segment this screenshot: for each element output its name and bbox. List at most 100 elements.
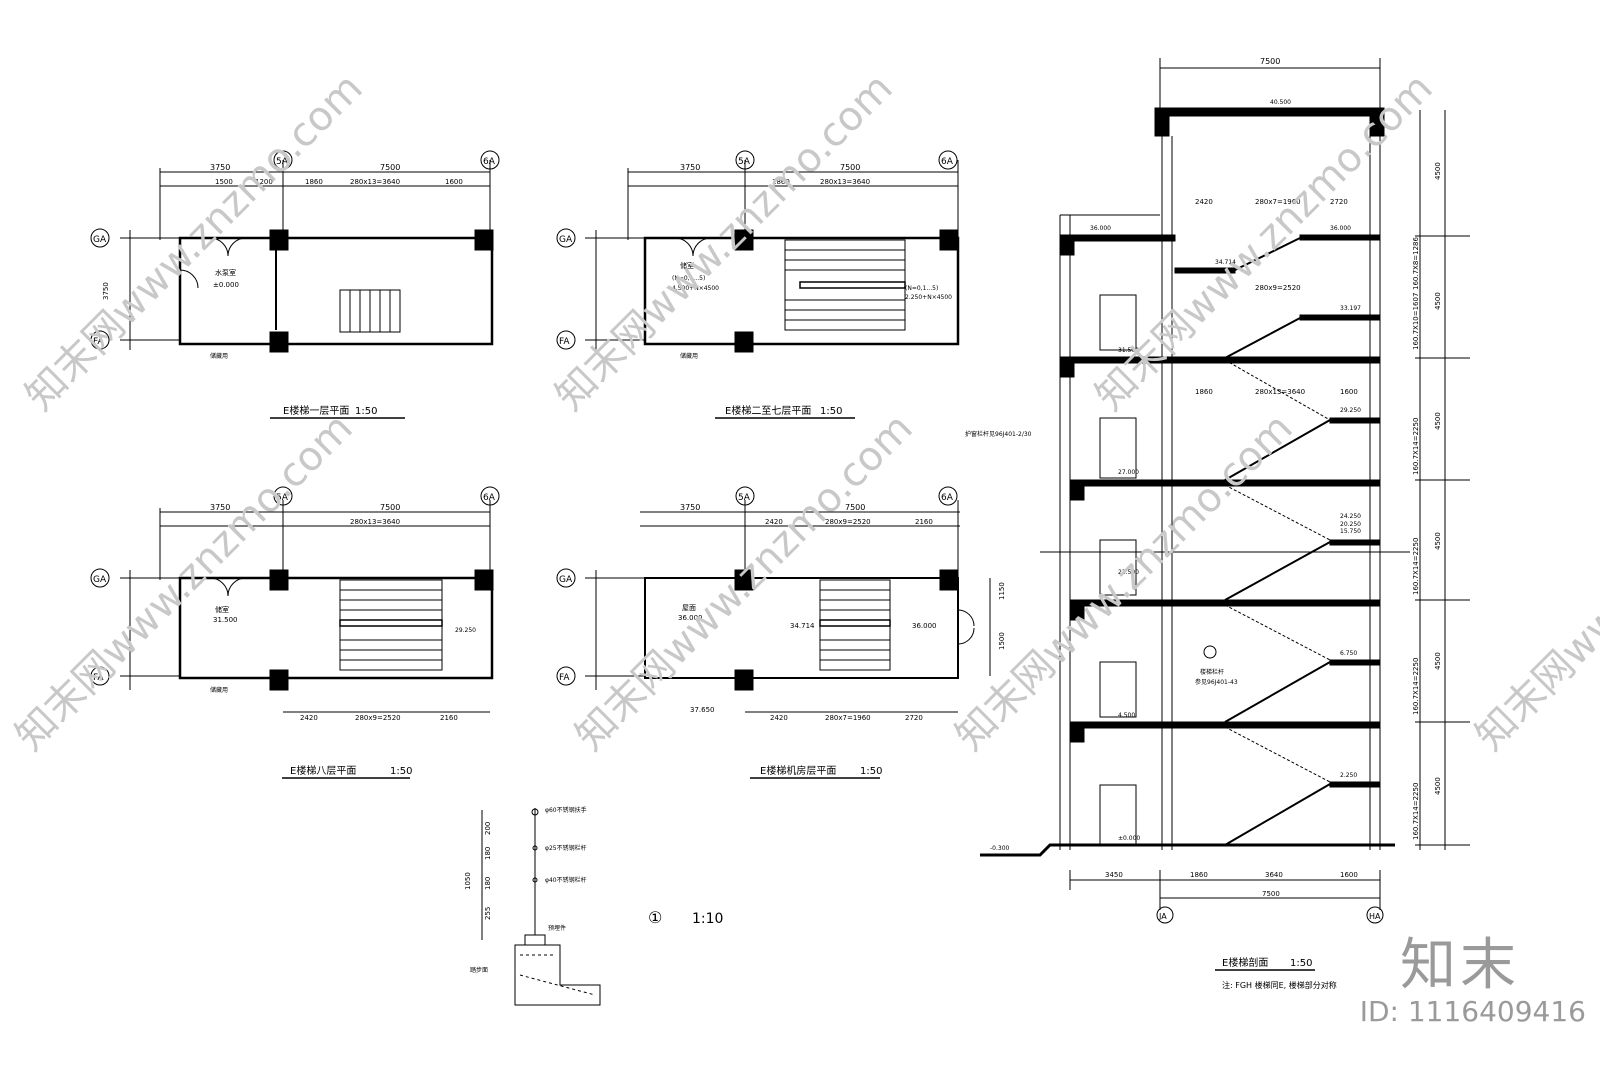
plan-4-scale: 1:50: [860, 766, 882, 777]
plan-1: [90, 150, 500, 353]
plan-4-dim-bot: 2720: [905, 714, 923, 722]
section-inner-dim: 1600: [1340, 388, 1358, 396]
plan-3-elev-b: 29.250: [455, 627, 476, 634]
section-title: E楼梯剖面: [1222, 956, 1268, 969]
plan-2-dim-part: 280x13=3640: [820, 178, 870, 186]
plan-1-dim-part: 280x13=3640: [350, 178, 400, 186]
section-inner-dim: 2420: [1195, 198, 1213, 206]
section-riser-dim: 160.7X10=1607: [1412, 293, 1420, 350]
detail-label: 预埋件: [548, 924, 566, 932]
plan-4-dim-3750: 3750: [680, 503, 700, 512]
plan-2-dim-part: 1860: [772, 178, 790, 186]
section-right-dim: 4500: [1434, 777, 1442, 795]
plan-2-elev-b: 4.500+N×4500: [672, 285, 719, 292]
detail-dim: 255: [484, 907, 492, 920]
section-dim-bot: 1860: [1190, 871, 1208, 879]
plan-4-axis-f: FA: [559, 673, 570, 683]
detail-dim: 180: [484, 877, 492, 890]
section-riser-dim: 160.7X14=2250: [1412, 418, 1420, 475]
watermark-logo: 知末: [1400, 933, 1520, 998]
section-level: 36.000: [1330, 225, 1351, 232]
plan-1-dim-part: 1500: [215, 178, 233, 186]
detail-dim: 180: [484, 847, 492, 860]
section-level: 31.500: [1118, 347, 1139, 354]
plan-4-elev: 36.000: [678, 614, 703, 622]
plan-1-elev: ±0.000: [213, 281, 239, 289]
section-riser-dim: 160.7X14=2250: [1412, 658, 1420, 715]
plan-2-dim-7500: 7500: [840, 163, 860, 172]
section-level: 40.500: [1270, 99, 1291, 106]
section-right-dim: 4500: [1434, 292, 1442, 310]
section-right-dim: 4500: [1434, 162, 1442, 180]
section-right-dim: 4500: [1434, 412, 1442, 430]
detail-label: φ25不锈钢栏杆: [545, 844, 587, 852]
section-axis-h: HA: [1369, 912, 1381, 921]
section-level: 33.197: [1340, 305, 1361, 312]
plan-2-title: E楼梯二至七层平面: [725, 404, 811, 417]
section-level: ±0.000: [1118, 835, 1140, 842]
section-axis-j: JA: [1158, 912, 1167, 921]
section-dim-bot: 1600: [1340, 871, 1358, 879]
plan-1-note: 储藏用: [210, 352, 228, 360]
section-level: 15.750: [1340, 528, 1361, 535]
section-level: 36.000: [1090, 225, 1111, 232]
plan-4-dim-part: 280x9=2520: [825, 518, 871, 526]
plan-2-axis-6: 6A: [941, 157, 954, 167]
section-dim-bot: 3450: [1105, 871, 1123, 879]
plan-3: [90, 486, 500, 713]
plan-3-scale: 1:50: [390, 766, 412, 777]
section-level: 34.714: [1215, 259, 1236, 266]
plan-3-elev: 31.500: [213, 616, 238, 624]
plan-1-title: E楼梯一层平面: [283, 404, 349, 417]
detail-dim: 200: [484, 822, 492, 835]
plan-3-dim-bot: 2160: [440, 714, 458, 722]
plan-3-axis-5: 5A: [276, 493, 289, 503]
plan-2-elev-c: (N=0,1...5): [905, 285, 938, 292]
plan-4-dim-right: 1150: [998, 582, 1006, 600]
section-ref3: 参见96J401-43: [1195, 678, 1238, 686]
section-ref2: 楼梯栏杆: [1200, 668, 1224, 676]
plan-3-note: 储藏用: [210, 686, 228, 694]
plan-4-dim-7500: 7500: [845, 503, 865, 512]
plan-1-dim-part: 1860: [305, 178, 323, 186]
section-right-dim: 4500: [1434, 652, 1442, 670]
detail-label: φ60不锈钢扶手: [545, 806, 587, 814]
section-drawing: [980, 58, 1470, 924]
plan-1-axis-f: FA: [93, 337, 104, 347]
detail-label: 踏步面: [470, 966, 488, 974]
section-inner-dim: 280x9=2520: [1255, 284, 1301, 292]
section-level: 27.000: [1118, 469, 1139, 476]
plan-1-dim-part: 1600: [445, 178, 463, 186]
section-dim-top: 7500: [1260, 57, 1280, 66]
plan-4-elev-d: 37.650: [690, 706, 715, 714]
section-level: 29.250: [1340, 407, 1361, 414]
plan-3-dim-part: 280x13=3640: [350, 518, 400, 526]
plan-4: [556, 486, 991, 713]
plan-4-title: E楼梯机房层平面: [760, 764, 836, 777]
section-scale: 1:50: [1290, 958, 1312, 969]
section-riser-dim: 160.7X8=1286: [1412, 236, 1420, 290]
plan-3-title: E楼梯八层平面: [290, 764, 356, 777]
plan-1-dim-7500: 7500: [380, 163, 400, 172]
railing-detail: [481, 808, 601, 1006]
section-riser-dim: 160.7X14=2250: [1412, 783, 1420, 840]
plan-1-axis-g: GA: [93, 235, 107, 245]
plan-3-dim-7500: 7500: [380, 503, 400, 512]
plan-2-note: 储藏用: [680, 352, 698, 360]
detail-total: 1050: [464, 872, 472, 890]
plan-4-axis-g: GA: [559, 575, 573, 585]
plan-3-dim-bot: 280x9=2520: [355, 714, 401, 722]
plan-1-axis-5: 5A: [276, 157, 289, 167]
section-level: 24.250: [1340, 513, 1361, 520]
plan-2-elev-a: (N=0,1...5): [672, 275, 705, 282]
plan-1-dim-3750: 3750: [210, 163, 230, 172]
detail-scale: 1:10: [692, 911, 723, 927]
plan-3-dim-3750: 3750: [210, 503, 230, 512]
plan-4-room: 屋面: [682, 604, 696, 612]
section-ref: 护窗栏杆见96J401-2/30: [965, 430, 1032, 438]
image-id: ID: 1116409416: [1359, 995, 1586, 1028]
plan-2-dim-3750: 3750: [680, 163, 700, 172]
section-dim-bot-total: 7500: [1262, 890, 1280, 898]
plan-4-dim-bot: 280x7=1960: [825, 714, 871, 722]
